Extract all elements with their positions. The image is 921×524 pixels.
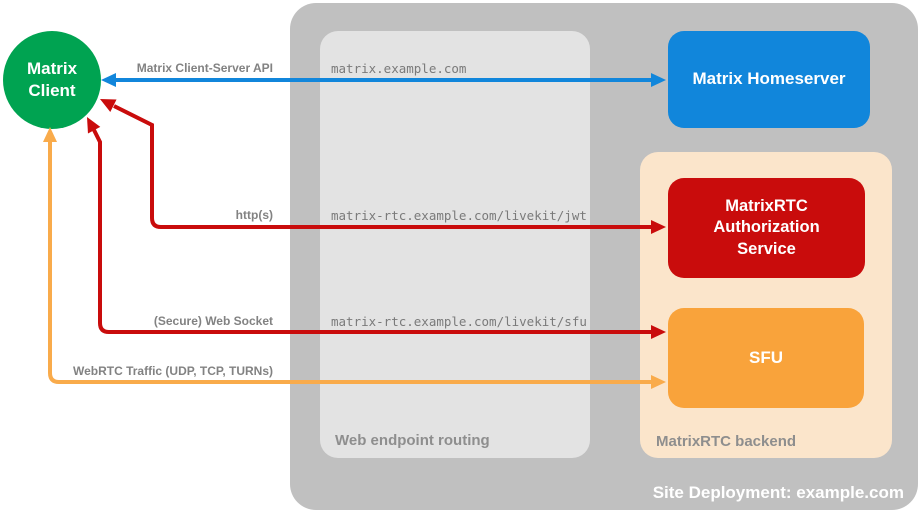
node-sfu: SFU <box>668 308 864 408</box>
arrowhead-api-client <box>101 73 116 87</box>
web-endpoint-routing-label: Web endpoint routing <box>335 432 490 449</box>
node-matrix-homeserver: Matrix Homeserver <box>668 31 870 128</box>
edge-label-https: http(s) <box>235 208 273 222</box>
web-endpoint-routing-container: Web endpoint routing <box>320 31 590 458</box>
arrowhead-webrtc-client <box>43 127 57 142</box>
edge-label-web-socket: (Secure) Web Socket <box>153 314 273 328</box>
edge-label-client-server-api: Matrix Client-Server API <box>136 61 273 75</box>
node-matrix-client: Matrix Client <box>3 31 101 129</box>
endpoint-livekit-jwt: matrix-rtc.example.com/livekit/jwt <box>331 208 587 223</box>
arrowhead-https-client <box>100 99 117 112</box>
endpoint-livekit-sfu: matrix-rtc.example.com/livekit/sfu <box>331 314 587 329</box>
node-matrixrtc-auth-service: MatrixRTC Authorization Service <box>668 178 865 278</box>
endpoint-matrix-example-com: matrix.example.com <box>331 61 467 76</box>
matrixrtc-auth-service-label: MatrixRTC Authorization Service <box>713 196 820 258</box>
matrix-client-label: Matrix Client <box>26 58 78 100</box>
matrixrtc-backend-label: MatrixRTC backend <box>656 433 797 450</box>
matrix-homeserver-label: Matrix Homeserver <box>692 69 846 89</box>
site-deployment-label: Site Deployment: example.com <box>652 483 904 502</box>
edge-label-webrtc: WebRTC Traffic (UDP, TCP, TURNs) <box>72 364 273 378</box>
sfu-label: SFU <box>749 347 783 367</box>
